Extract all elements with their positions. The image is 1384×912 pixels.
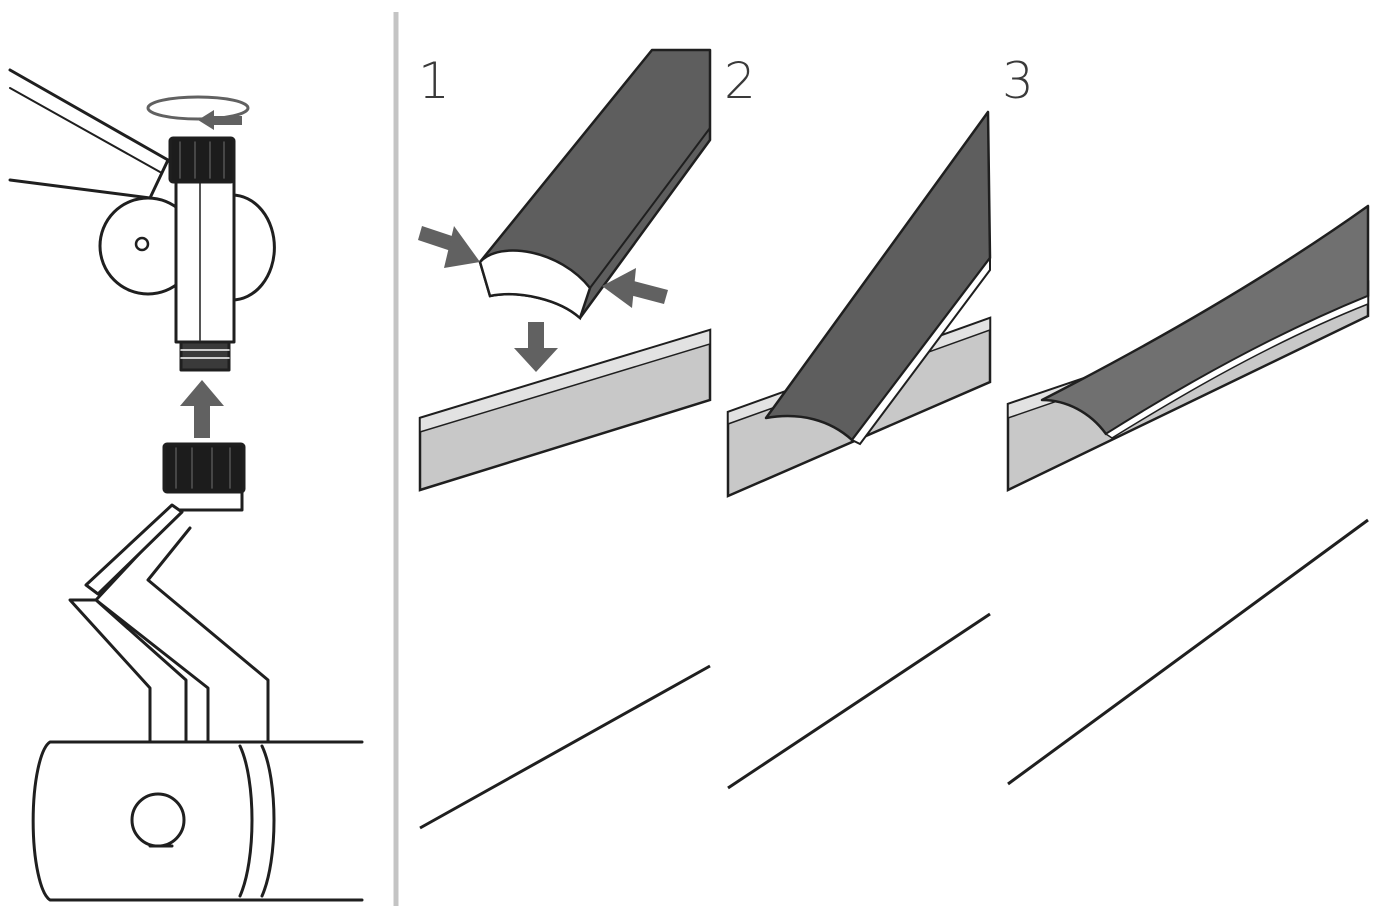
step-2-illustration	[726, 110, 992, 790]
down-arrow-icon	[514, 322, 558, 372]
clamp-collar	[174, 178, 236, 344]
clamp-assembly-illustration	[8, 68, 364, 902]
up-arrow-icon	[180, 380, 224, 438]
press-arrow-icon	[602, 268, 668, 308]
rotate-arrow-icon	[146, 95, 250, 130]
bottom-tube	[31, 740, 364, 902]
bottom-knob	[162, 442, 246, 494]
step-1-number: 1	[418, 52, 450, 110]
step-2-number: 2	[724, 52, 756, 110]
step-3-number: 3	[1002, 52, 1034, 110]
step-1-illustration	[418, 48, 712, 830]
threaded-stud	[179, 340, 231, 372]
upper-rod	[8, 68, 170, 200]
top-knob	[168, 136, 236, 184]
step-3-illustration	[1006, 204, 1370, 786]
press-arrow-icon	[418, 226, 480, 268]
screw-knob	[130, 792, 186, 848]
